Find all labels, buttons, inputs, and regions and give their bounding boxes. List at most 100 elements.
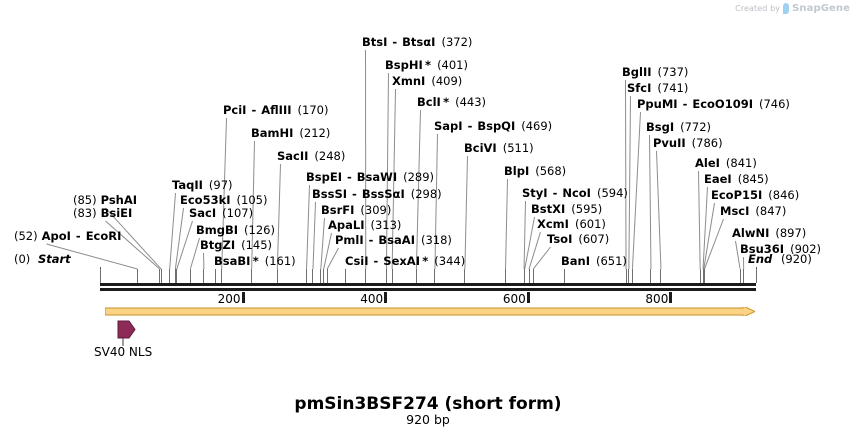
site-name-separator: - bbox=[388, 35, 402, 49]
restriction-site-tick[interactable] bbox=[700, 269, 701, 283]
restriction-site-tick[interactable] bbox=[137, 269, 138, 283]
restriction-site-tick[interactable] bbox=[327, 269, 328, 283]
site-label-eaei[interactable]: EaeI(845) bbox=[704, 173, 769, 185]
site-label-bsssi[interactable]: BssSI - BssSαI(298) bbox=[312, 188, 442, 200]
site-label-taqii[interactable]: TaqII(97) bbox=[172, 179, 233, 191]
restriction-site-tick[interactable] bbox=[251, 269, 252, 283]
restriction-site-tick[interactable] bbox=[505, 269, 506, 283]
site-name-separator: - bbox=[364, 233, 378, 247]
site-label-bsgi[interactable]: BsgI(772) bbox=[646, 121, 711, 133]
sv40-nls-feature-arrow bbox=[117, 320, 136, 346]
site-label-sacii[interactable]: SacII(248) bbox=[277, 150, 345, 162]
site-label-xcmi[interactable]: XcmI(601) bbox=[537, 218, 606, 230]
restriction-site-tick[interactable] bbox=[161, 269, 162, 283]
site-label-apoi[interactable]: (52)ApoI - EcoRI bbox=[14, 230, 121, 242]
site-label-apali[interactable]: ApaLI(313) bbox=[328, 219, 401, 231]
restriction-site-tick[interactable] bbox=[323, 269, 324, 283]
site-label-alwni[interactable]: AlwNI(897) bbox=[732, 227, 806, 239]
site-label-bcli[interactable]: BclI *(443) bbox=[417, 96, 486, 108]
site-label-ppumi[interactable]: PpuMI - EcoO109I(746) bbox=[637, 98, 790, 110]
restriction-site-tick[interactable] bbox=[416, 269, 417, 283]
site-label-csii[interactable]: CsiI - SexAI *(344) bbox=[345, 255, 465, 267]
site-enzyme-name: BtsαI bbox=[402, 35, 436, 49]
site-enzyme-name: BciVI bbox=[464, 141, 497, 155]
site-label-bsphi[interactable]: BspHI *(401) bbox=[385, 59, 468, 71]
restriction-site-tick[interactable] bbox=[306, 269, 307, 283]
site-label-bsabi[interactable]: BsaBI *(161) bbox=[214, 255, 296, 267]
restriction-site-tick[interactable] bbox=[524, 269, 525, 283]
site-label-msci[interactable]: MscI(847) bbox=[720, 205, 786, 217]
site-position: (309) bbox=[360, 203, 392, 217]
restriction-site-tick[interactable] bbox=[564, 269, 565, 283]
restriction-site-tick[interactable] bbox=[529, 269, 530, 283]
site-enzyme-name: CsiI bbox=[345, 254, 369, 268]
restriction-site-tick[interactable] bbox=[650, 269, 651, 283]
site-enzyme-name: AleI bbox=[695, 156, 720, 170]
restriction-site-tick[interactable] bbox=[345, 269, 346, 283]
restriction-site-tick[interactable] bbox=[159, 269, 160, 283]
restriction-site-tick[interactable] bbox=[215, 269, 216, 283]
site-label-bamhi[interactable]: BamHI(212) bbox=[251, 127, 330, 139]
site-label-sfci[interactable]: SfcI(741) bbox=[627, 82, 688, 94]
site-label-pshai[interactable]: (85)PshAI bbox=[73, 194, 137, 206]
site-label-ecop15i[interactable]: EcoP15I(846) bbox=[711, 189, 799, 201]
site-position: (145) bbox=[241, 238, 273, 252]
restriction-site-tick[interactable] bbox=[434, 269, 435, 283]
site-label-sapi[interactable]: SapI - BspQI(469) bbox=[434, 120, 552, 132]
restriction-site-tick[interactable] bbox=[740, 269, 741, 283]
restriction-site-tick[interactable] bbox=[169, 269, 170, 283]
restriction-site-tick[interactable] bbox=[533, 269, 534, 283]
restriction-site-tick[interactable] bbox=[203, 269, 204, 283]
end-label: End (920) bbox=[748, 253, 812, 265]
site-enzyme-name: Eco53kI bbox=[180, 193, 231, 207]
restriction-site-tick[interactable] bbox=[660, 269, 661, 283]
restriction-site-tick[interactable] bbox=[312, 269, 313, 283]
site-label-tsoi[interactable]: TsoI(607) bbox=[547, 233, 609, 245]
site-label-saci[interactable]: SacI(107) bbox=[189, 207, 253, 219]
site-label-bmgbi[interactable]: BmgBI(126) bbox=[196, 224, 275, 236]
site-enzyme-name: BtgZI bbox=[200, 238, 236, 252]
restriction-site-tick[interactable] bbox=[175, 269, 176, 283]
restriction-site-tick[interactable] bbox=[392, 269, 393, 283]
site-label-bani[interactable]: BanI(651) bbox=[561, 255, 627, 267]
restriction-site-tick[interactable] bbox=[743, 269, 744, 283]
restriction-site-tick[interactable] bbox=[626, 269, 627, 283]
restriction-site-tick[interactable] bbox=[176, 269, 177, 283]
site-label-eco53ki[interactable]: Eco53kI(105) bbox=[180, 194, 267, 206]
site-label-bglii[interactable]: BglII(737) bbox=[622, 66, 688, 78]
restriction-site-tick[interactable] bbox=[277, 269, 278, 283]
restriction-site-tick[interactable] bbox=[365, 269, 366, 283]
restriction-site-tick[interactable] bbox=[190, 269, 191, 283]
site-label-alei[interactable]: AleI(841) bbox=[695, 157, 757, 169]
site-label-btgzi[interactable]: BtgZI (145) bbox=[200, 239, 272, 251]
site-position: (83) bbox=[73, 206, 97, 220]
restriction-site-tick[interactable] bbox=[221, 269, 222, 283]
restriction-site-tick[interactable] bbox=[464, 269, 465, 283]
restriction-site-tick[interactable] bbox=[320, 269, 321, 283]
site-label-btsi[interactable]: BtsI - BtsαI(372) bbox=[362, 36, 472, 48]
site-label-pmli[interactable]: PmlI - BsaAI(318) bbox=[335, 234, 452, 246]
site-label-bspei[interactable]: BspEI - BsaWI(289) bbox=[306, 171, 434, 183]
site-label-pcii[interactable]: PciI - AflIII(170) bbox=[223, 104, 328, 116]
restriction-site-tick[interactable] bbox=[628, 269, 629, 283]
restriction-site-tick[interactable] bbox=[632, 269, 633, 283]
site-enzyme-name: BlpI bbox=[504, 164, 530, 178]
site-label-styi[interactable]: StyI - NcoI(594) bbox=[522, 187, 628, 199]
site-enzyme-name: PmlI bbox=[335, 233, 364, 247]
restriction-site-tick[interactable] bbox=[703, 269, 704, 283]
restriction-site-tick[interactable] bbox=[704, 269, 705, 283]
site-label-xmni[interactable]: XmnI(409) bbox=[392, 75, 462, 87]
site-label-pvuii[interactable]: PvuII(786) bbox=[653, 137, 723, 149]
site-label-bsrfi[interactable]: BsrFI(309) bbox=[321, 204, 391, 216]
site-label-bsiei[interactable]: (83)BsiEI bbox=[73, 207, 132, 219]
site-label-bstxi[interactable]: BstXI(595) bbox=[531, 203, 602, 215]
site-label-bcivi[interactable]: BciVI(511) bbox=[464, 142, 534, 154]
ruler-tick-label: 400 bbox=[360, 292, 384, 306]
restriction-site-tick[interactable] bbox=[386, 269, 387, 283]
site-name-separator: - bbox=[463, 119, 477, 133]
map-subtitle: 920 bp bbox=[406, 412, 450, 427]
ruler-major-tick bbox=[241, 292, 245, 303]
site-label-bsu36i[interactable]: Bsu36I(902) bbox=[740, 243, 821, 255]
site-name-separator: - bbox=[247, 103, 261, 117]
site-label-blpi[interactable]: BlpI(568) bbox=[504, 165, 566, 177]
